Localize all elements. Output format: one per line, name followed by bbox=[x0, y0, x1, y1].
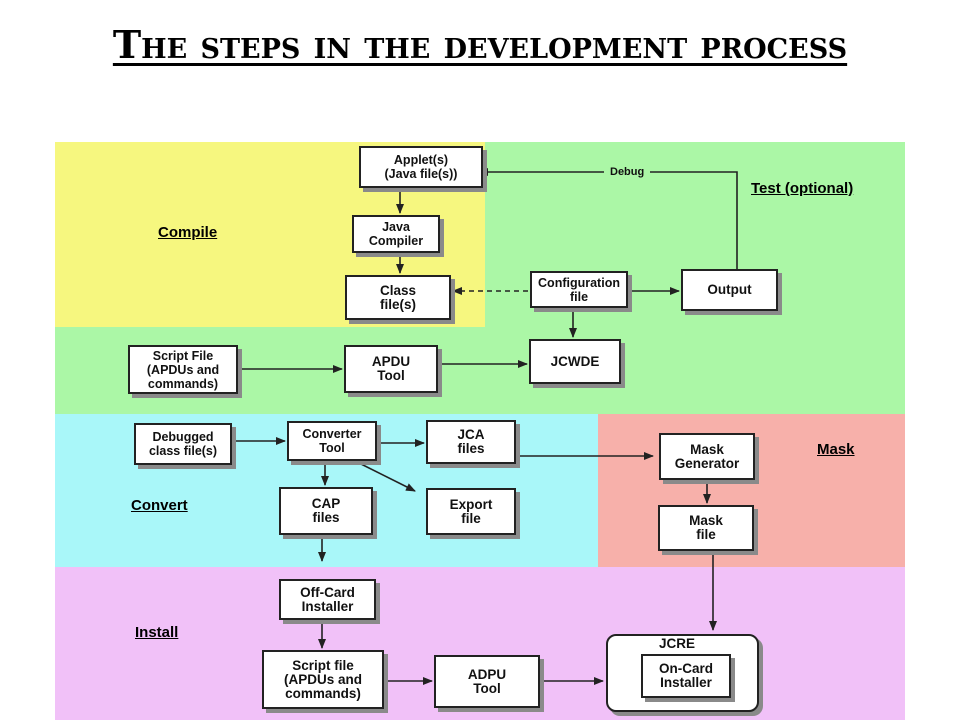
region-label-mask: Mask bbox=[817, 441, 855, 458]
arrow-debug-loop bbox=[478, 168, 738, 269]
node-configuration-file: Configuration file bbox=[530, 271, 628, 308]
node-mask-file: Mask file bbox=[658, 505, 754, 551]
slide-title: The steps in the development process bbox=[112, 22, 848, 67]
node-mask-generator: Mask Generator bbox=[659, 433, 755, 480]
debug-label: Debug bbox=[604, 166, 651, 178]
node-converter-tool: Converter Tool bbox=[287, 421, 377, 461]
node-jca-files: JCA files bbox=[426, 420, 516, 464]
node-script-file-install: Script file (APDUs and commands) bbox=[262, 650, 384, 709]
region-label-compile: Compile bbox=[158, 224, 218, 241]
node-applets: Applet(s) (Java file(s)) bbox=[359, 146, 483, 188]
node-export-file: Export file bbox=[426, 488, 516, 535]
node-java-compiler: Java Compiler bbox=[352, 215, 440, 253]
region-label-convert: Convert bbox=[131, 497, 188, 514]
node-cap-files: CAP files bbox=[279, 487, 373, 535]
development-process-diagram: Compile Test (optional) Convert Mask Ins… bbox=[55, 142, 905, 720]
node-adpu-tool: ADPU Tool bbox=[434, 655, 540, 708]
region-label-install: Install bbox=[135, 624, 179, 641]
node-class-files: Class file(s) bbox=[345, 275, 451, 320]
node-jcre-label: JCRE bbox=[659, 636, 696, 651]
node-off-card-installer: Off-Card Installer bbox=[279, 579, 376, 620]
flow-arrows bbox=[232, 168, 738, 685]
region-label-test: Test (optional) bbox=[751, 180, 854, 197]
node-output: Output bbox=[681, 269, 778, 311]
node-script-file-test: Script File (APDUs and commands) bbox=[128, 345, 238, 394]
arrow-converter-to-export bbox=[354, 460, 416, 492]
node-on-card-installer: On-Card Installer bbox=[641, 654, 731, 698]
node-apdu-tool: APDU Tool bbox=[344, 345, 438, 393]
node-debugged-class-files: Debugged class file(s) bbox=[134, 423, 232, 465]
node-jcwde: JCWDE bbox=[529, 339, 621, 384]
